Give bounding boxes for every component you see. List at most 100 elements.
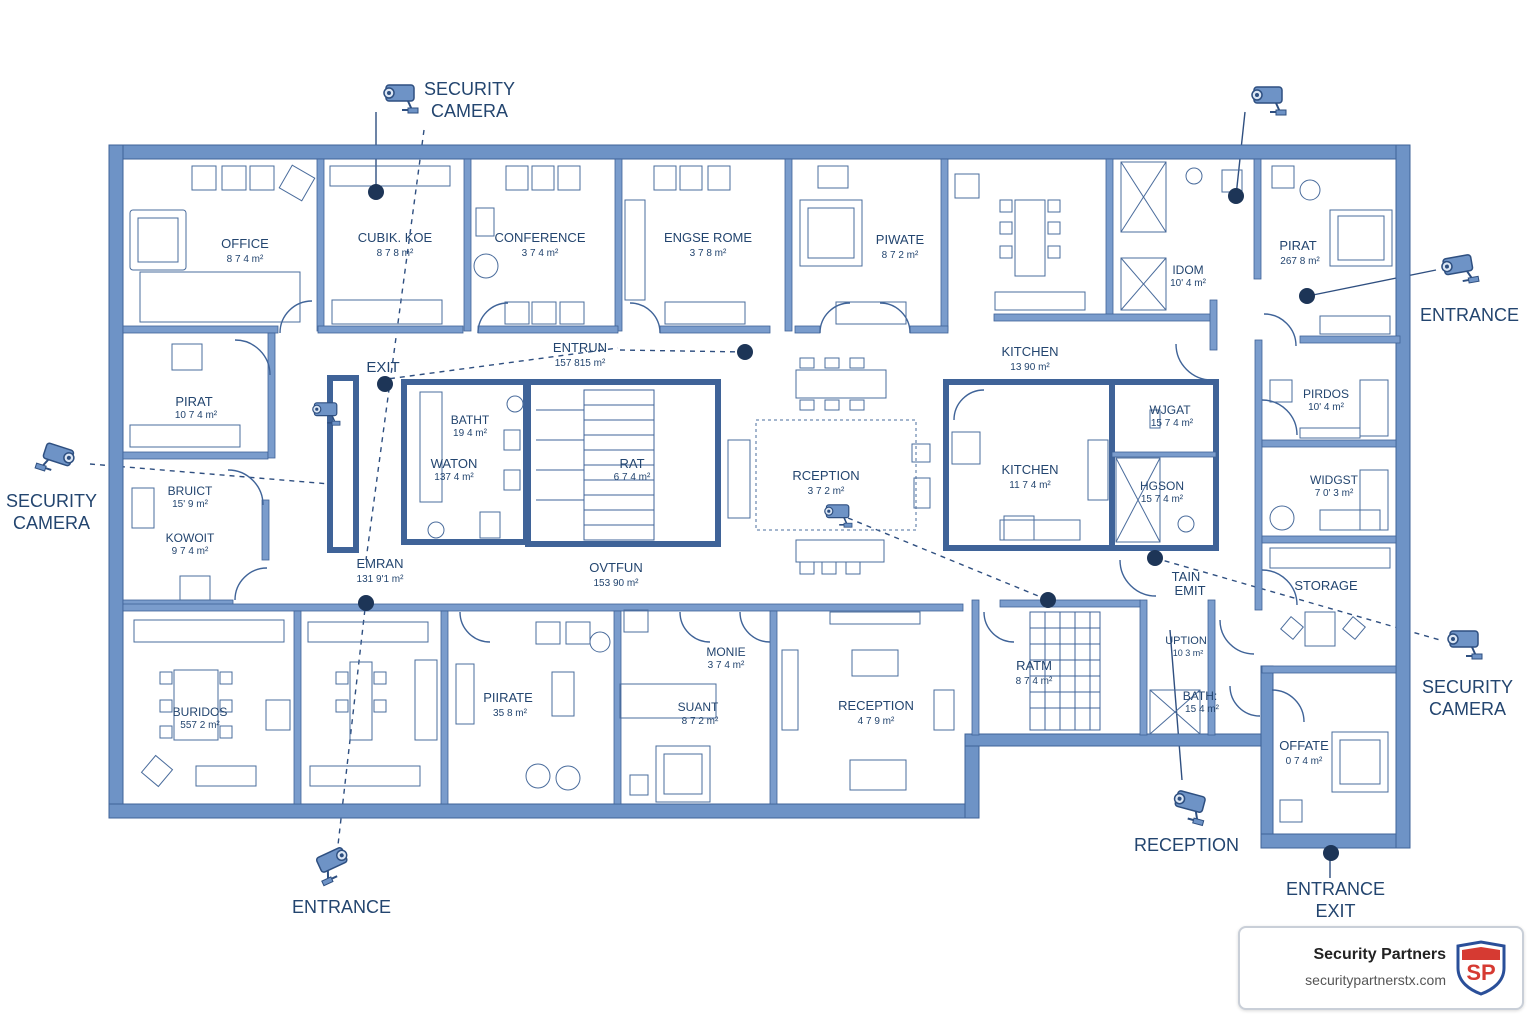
svg-text:BRUICT: BRUICT xyxy=(168,484,213,498)
svg-text:HGSON: HGSON xyxy=(1140,479,1184,493)
svg-text:RATM: RATM xyxy=(1016,658,1052,673)
room-label: ENGSE ROME 3 7 8 m² xyxy=(664,230,752,259)
svg-text:157 815 m²: 157 815 m² xyxy=(555,358,606,369)
svg-text:PIRAT: PIRAT xyxy=(1279,238,1316,253)
svg-text:CUBIK. KOE: CUBIK. KOE xyxy=(358,230,433,245)
svg-text:PIWATE: PIWATE xyxy=(876,232,925,247)
svg-text:10' 4 m²: 10' 4 m² xyxy=(1308,402,1344,413)
svg-text:137 4 m²: 137 4 m² xyxy=(434,472,474,483)
camera-sight-lines xyxy=(89,129,1441,846)
svg-text:0 7 4 m²: 0 7 4 m² xyxy=(1286,756,1323,767)
callout-security-camera-right: SECURITY CAMERA xyxy=(1422,677,1514,719)
room-label: RECEPTION 4 7 9 m² xyxy=(838,698,914,727)
svg-text:10' 4 m²: 10' 4 m² xyxy=(1170,278,1206,289)
room-label: RCEPTION 3 7 2 m² xyxy=(792,468,859,497)
svg-text:8 7 4 m²: 8 7 4 m² xyxy=(1016,676,1053,687)
svg-text:KITCHEN: KITCHEN xyxy=(1001,462,1058,477)
svg-text:PIRAT: PIRAT xyxy=(175,394,212,409)
callout-security-camera-top: SECURITY CAMERA xyxy=(424,79,516,121)
svg-text:OFFATE: OFFATE xyxy=(1279,738,1329,753)
svg-text:BATHT: BATHT xyxy=(451,413,490,427)
svg-text:SUANT: SUANT xyxy=(678,700,719,714)
furniture xyxy=(129,161,1393,823)
room-label: PIWATE 8 7 2 m² xyxy=(876,232,925,261)
room-label: EXIT xyxy=(366,359,399,376)
exterior-walls xyxy=(108,144,1411,849)
svg-text:SP: SP xyxy=(1466,960,1495,985)
svg-text:9 7 4 m²: 9 7 4 m² xyxy=(172,546,209,557)
svg-text:KITCHEN: KITCHEN xyxy=(1001,344,1058,359)
room-label: OFFATE 0 7 4 m² xyxy=(1279,738,1329,767)
svg-text:WATON: WATON xyxy=(431,456,478,471)
svg-text:OFFICE: OFFICE xyxy=(221,236,269,251)
svg-text:4 7 9 m²: 4 7 9 m² xyxy=(858,716,895,727)
room-label: SUANT 8 7 2 m² xyxy=(678,700,719,727)
svg-text:557 2 m²: 557 2 m² xyxy=(180,720,220,731)
svg-text:15 7 4 m²: 15 7 4 m² xyxy=(1151,418,1194,429)
svg-text:OVTFUN: OVTFUN xyxy=(589,560,642,575)
room-label: RATM 8 7 4 m² xyxy=(1016,658,1053,687)
svg-text:EXIT: EXIT xyxy=(366,359,399,376)
svg-text:13 90 m²: 13 90 m² xyxy=(1010,362,1050,373)
svg-text:3 7 8 m²: 3 7 8 m² xyxy=(690,248,727,259)
svg-text:131 9'1 m²: 131 9'1 m² xyxy=(357,574,405,585)
svg-text:STORAGE: STORAGE xyxy=(1294,578,1358,593)
svg-text:BATH:: BATH: xyxy=(1183,689,1217,703)
room-label: BATH:15 4 m² xyxy=(1183,689,1220,715)
room-label: KITCHEN 11 7 4 m² xyxy=(1001,462,1058,491)
svg-text:3 7 2 m²: 3 7 2 m² xyxy=(808,486,845,497)
svg-text:RAT: RAT xyxy=(619,456,644,471)
svg-text:RCEPTION: RCEPTION xyxy=(792,468,859,483)
interior-walls xyxy=(122,158,1401,805)
svg-text:BURIDOS: BURIDOS xyxy=(173,705,228,719)
svg-text:WJGAT: WJGAT xyxy=(1149,403,1191,417)
svg-text:8 7 4 m²: 8 7 4 m² xyxy=(227,254,264,265)
svg-text:IDOM: IDOM xyxy=(1172,263,1203,277)
svg-text:15' 9 m²: 15' 9 m² xyxy=(172,499,208,510)
svg-text:11 7 4 m²: 11 7 4 m² xyxy=(1009,480,1051,491)
svg-text:UPTION: UPTION xyxy=(1165,635,1207,647)
brand-name: Security Partners xyxy=(1313,946,1446,963)
svg-text:19 4 m²: 19 4 m² xyxy=(453,428,488,439)
room-label: PIIRATE 35 8 m² xyxy=(483,690,533,719)
svg-text:EMRAN: EMRAN xyxy=(357,556,404,571)
svg-text:RECEPTION: RECEPTION xyxy=(838,698,914,713)
door-swings xyxy=(227,300,1305,723)
svg-text:10 7 4 m²: 10 7 4 m² xyxy=(175,410,218,421)
svg-text:WIDGST: WIDGST xyxy=(1310,473,1359,487)
room-label: OFFICE 8 7 4 m² xyxy=(221,236,269,265)
svg-text:PIIRATE: PIIRATE xyxy=(483,690,533,705)
svg-text:15 4 m²: 15 4 m² xyxy=(1185,704,1220,715)
svg-text:8 7 2 m²: 8 7 2 m² xyxy=(682,716,719,727)
brand-badge[interactable]: Security Partners securitypartnerstx.com… xyxy=(1238,926,1524,1010)
svg-text:MONIE: MONIE xyxy=(706,645,745,659)
callout-entrance-exit: ENTRANCE EXIT xyxy=(1286,879,1386,921)
svg-text:3 7 4 m²: 3 7 4 m² xyxy=(522,248,559,259)
room-label: KITCHEN 13 90 m² xyxy=(1001,344,1058,373)
svg-text:8 7 2 m²: 8 7 2 m² xyxy=(882,250,919,261)
svg-text:PIRDOS: PIRDOS xyxy=(1303,387,1349,401)
svg-text:7 0' 3 m²: 7 0' 3 m² xyxy=(1315,488,1354,499)
shield-logo-icon: SP xyxy=(1456,940,1506,996)
brand-url[interactable]: securitypartnerstx.com xyxy=(1305,972,1446,988)
svg-text:ENGSE ROME: ENGSE ROME xyxy=(664,230,752,245)
svg-text:35 8 m²: 35 8 m² xyxy=(493,708,528,719)
